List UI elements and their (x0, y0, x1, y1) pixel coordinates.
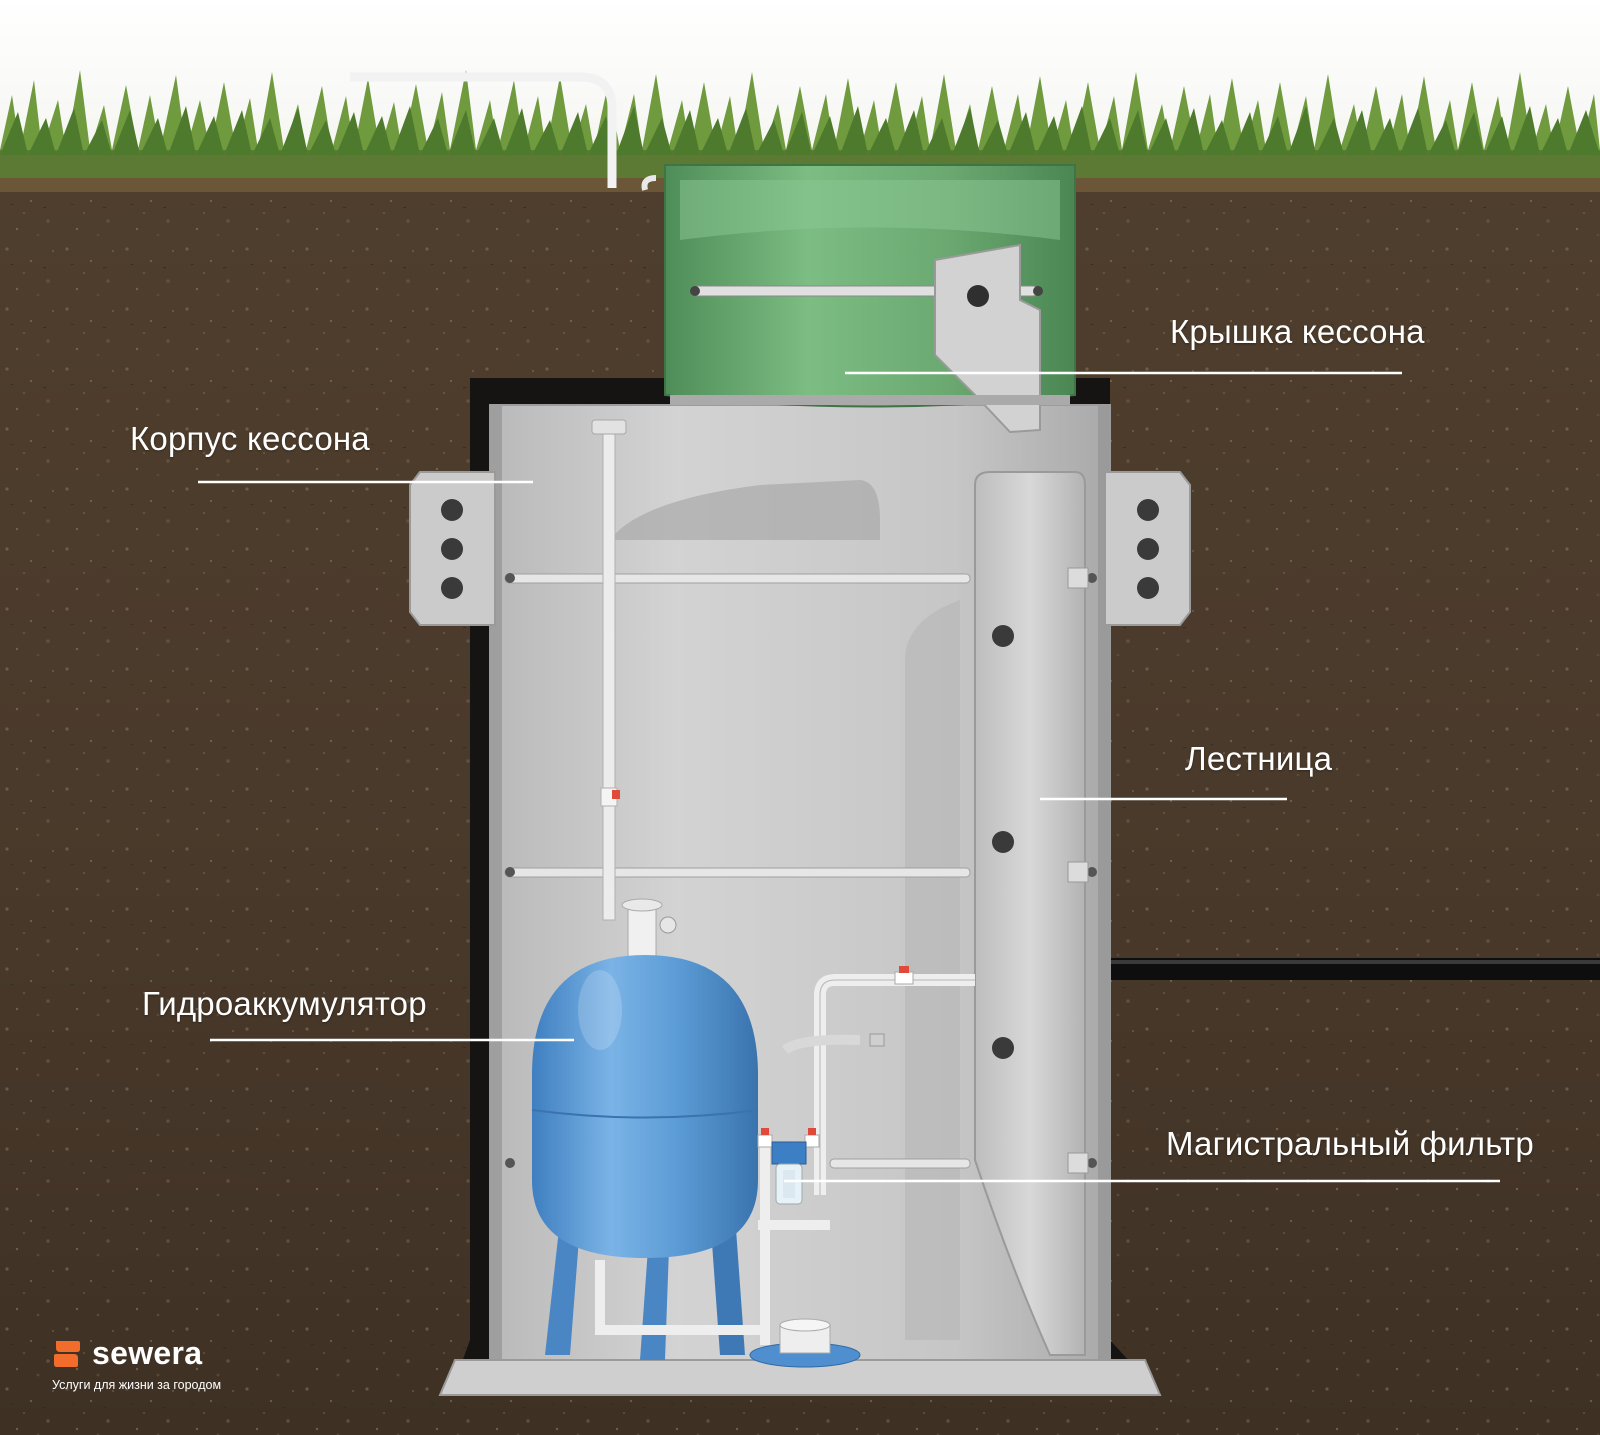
label-ladder: Лестница (1185, 740, 1333, 777)
label-caisson-body: Корпус кессона (130, 420, 370, 457)
filter-piping (595, 966, 975, 1345)
brand-tagline: Услуги для жизни за городом (52, 1378, 222, 1392)
surface-pipe (350, 72, 617, 188)
lifting-lug-left (409, 471, 496, 626)
brand-name: sewera (92, 1335, 203, 1371)
ladder (974, 471, 1089, 1356)
label-accumulator: Гидроаккумулятор (142, 985, 427, 1022)
brand-block: sewera Услуги для жизни за городом (52, 1335, 221, 1392)
grass-layer (0, 70, 1600, 192)
vertical-pipe (591, 419, 627, 921)
label-main-filter: Магистральный фильтр (1166, 1125, 1534, 1162)
sewera-logo-icon (54, 1340, 80, 1367)
support-rails (504, 573, 1097, 1169)
caisson-lid (664, 164, 1076, 434)
pump-base (749, 1318, 861, 1368)
brand-logo: sewera (52, 1335, 221, 1372)
lifting-lug-right (1104, 471, 1191, 626)
callout-lines (198, 371, 1500, 1183)
label-caisson-lid: Крышка кессона (1170, 313, 1425, 350)
main-filter (771, 1141, 807, 1205)
